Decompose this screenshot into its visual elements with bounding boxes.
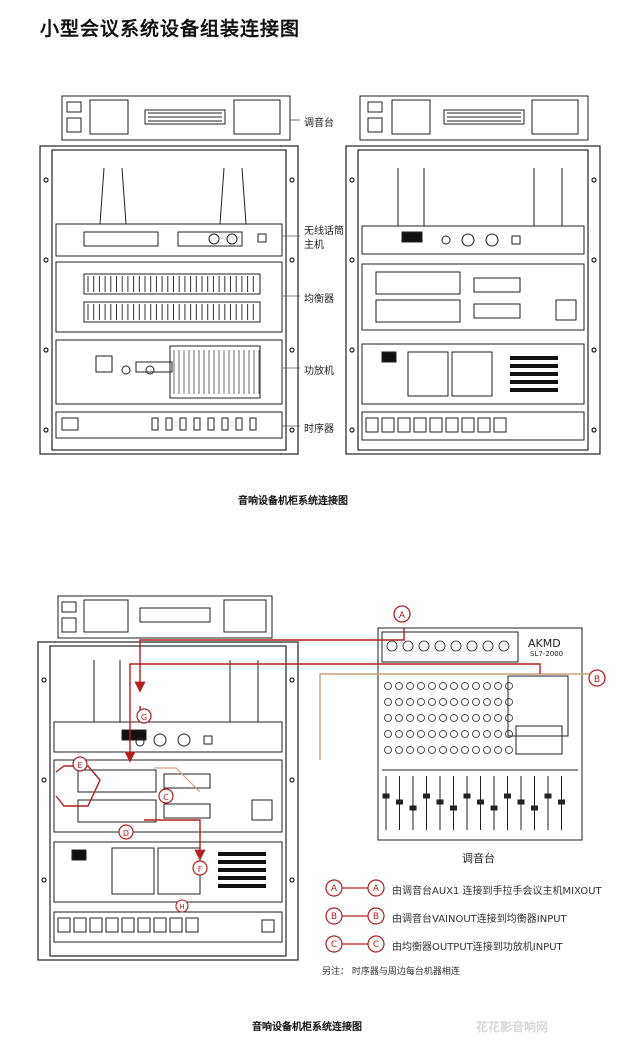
marker-d: D <box>118 824 134 840</box>
mixer-rear-left <box>61 95 291 141</box>
rack-front-left <box>39 145 299 455</box>
legend-text-b: 由调音台VAINOUT连接到均衡器INPUT <box>392 914 567 925</box>
mixer-brand: AKMD <box>528 637 561 650</box>
cable-a <box>134 628 405 716</box>
label-equalizer: 均衡器 <box>304 294 334 305</box>
mixer-rear-right <box>359 95 589 141</box>
sequencer-front <box>55 411 283 439</box>
amplifier-front <box>55 339 283 405</box>
sequencer-rear <box>361 411 585 441</box>
amplifier-grille <box>173 350 260 394</box>
sequencer-outlets <box>365 417 507 433</box>
sequencer-outlets-bottom <box>57 917 199 933</box>
svg-text:E: E <box>77 761 82 770</box>
mixer-rear-bottom <box>57 595 273 639</box>
amplifier-rear <box>361 343 585 405</box>
svg-text:G: G <box>141 713 147 722</box>
wireless-receiver-rear-bottom <box>53 660 283 753</box>
marker-g: G <box>136 708 152 724</box>
amplifier-vents <box>510 356 558 392</box>
legend-key-a-right: A <box>373 884 380 894</box>
mixer-top-view <box>377 627 583 841</box>
label-mixer: 调音台 <box>304 118 334 129</box>
legend-text-c: 由均衡器OUTPUT连接到功放机INPUT <box>392 942 563 953</box>
legend-key-a-left: A <box>331 884 338 894</box>
caption-top: 音响设备机柜系统连接图 <box>238 496 348 507</box>
svg-text:B: B <box>594 675 600 685</box>
marker-a: A <box>393 605 411 623</box>
legend-arrows <box>325 879 385 953</box>
rack-rear-right <box>345 145 601 455</box>
wireless-receiver-rear <box>361 168 585 255</box>
svg-text:D: D <box>123 829 129 838</box>
watermark: 花花影音响网 <box>476 1020 549 1034</box>
svg-text:H: H <box>179 903 184 911</box>
label-wireless-mic-2: 主机 <box>304 240 324 251</box>
legend-key-b-left: B <box>331 912 337 922</box>
equalizer-front <box>55 261 283 333</box>
marker-f: F <box>192 860 208 876</box>
mixer-model: SL7-2000 <box>530 650 564 658</box>
legend-key-c-right: C <box>373 940 379 950</box>
svg-text:F: F <box>198 865 203 874</box>
legend-note: 另注： 时序器与周边每台机器相连 <box>322 967 460 977</box>
marker-c: C <box>158 788 174 804</box>
label-wireless-mic-1: 无线话筒 <box>304 226 344 237</box>
marker-e: E <box>72 756 88 772</box>
cable-c <box>144 819 206 861</box>
legend-text-a: 由调音台AUX1 连接到手拉手会议主机MIXOUT <box>392 886 602 897</box>
marker-h: H <box>175 899 189 913</box>
equalizer-sliders <box>87 276 254 320</box>
rack-rear-bottom <box>37 641 299 961</box>
label-sequencer: 时序器 <box>304 424 334 435</box>
cable-b <box>55 663 596 807</box>
amplifier-vents-bottom <box>218 852 266 888</box>
label-amplifier: 功放机 <box>304 366 334 377</box>
equalizer-rear <box>361 263 585 331</box>
mixer-faders <box>382 776 565 830</box>
caption-bottom: 音响设备机柜系统连接图 <box>252 1022 362 1033</box>
cable-ef <box>154 767 201 793</box>
legend-key-b-right: B <box>373 912 379 922</box>
sequencer-rear-bottom <box>53 911 283 943</box>
svg-text:A: A <box>399 611 406 621</box>
page-title: 小型会议系统设备组装连接图 <box>40 18 301 40</box>
svg-text:C: C <box>163 793 169 802</box>
legend-key-c-left: C <box>331 940 337 950</box>
wireless-receiver-front <box>55 167 283 257</box>
mixer-channel-knobs <box>384 640 513 754</box>
marker-b: B <box>588 669 606 687</box>
equalizer-rear-bottom <box>53 759 283 833</box>
mixer-label: 调音台 <box>462 852 495 865</box>
sequencer-buttons <box>151 417 257 431</box>
